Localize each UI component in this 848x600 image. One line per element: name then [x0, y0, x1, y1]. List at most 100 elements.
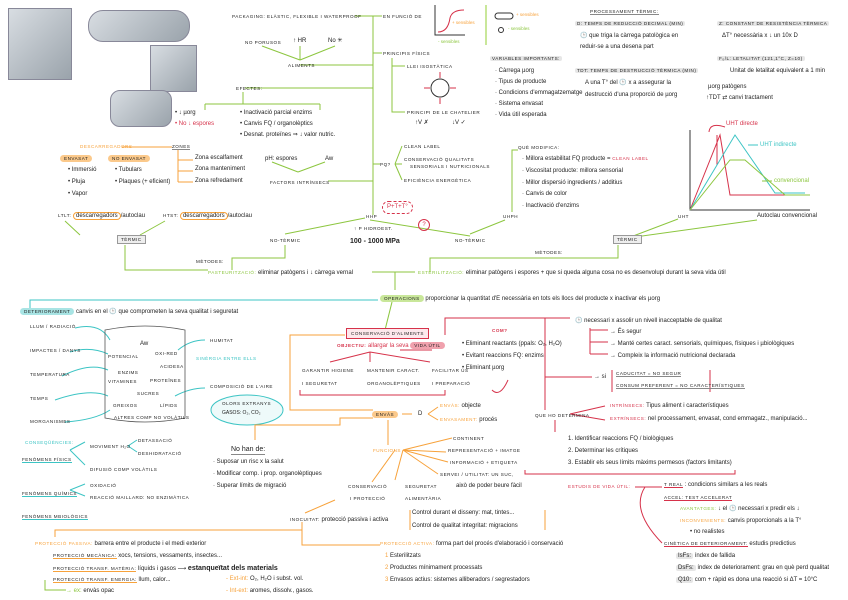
termic-box: TÈRMIC [117, 235, 146, 245]
thermal-title: PROCESSAMENT TÈRMIC: [590, 9, 659, 16]
pq-item: CONSERVACIÓ QUALITATS [404, 157, 475, 162]
packaging-note: PACKAGING: elàstic, flexible i waterproo… [232, 14, 362, 19]
inconvenients: INCONVENIENTS: canvis proporcionals a la… [680, 518, 802, 524]
tdt-title: TDT: TEMPS DE DESTRUCCIÓ TÈRMICA (min) [575, 68, 699, 74]
efecte-item: • Canvis FQ / organolèptics [240, 121, 313, 127]
f-text: Unitat de letalitat equivalent a 1 min [730, 68, 826, 74]
no-han-item: · Suposar un risc x la salut [213, 459, 284, 465]
pq-item: SENSORIALS I NUTRICIONALS [410, 164, 490, 169]
factor-item: GREIXOS [113, 403, 138, 408]
efecte-item: • Desnat. proteïnes ⇒ ↓ valor nutric. [240, 132, 336, 138]
avantatges: AVANTATGES: ↓ el 🕒 necessari x predir el… [680, 506, 800, 512]
cause-item: TEMPERATURA [30, 372, 70, 377]
funcio-item: CONTINENT [453, 436, 485, 441]
vida-util-definition: 🕒 necessari x assolir un nivell inaccept… [575, 318, 722, 324]
uhph-label: UHPH [503, 214, 519, 219]
pq-item: EFICIÈNCIA ENERGÈTICA [404, 178, 472, 183]
factor-item: SUCRES [137, 391, 160, 396]
proteccio-activa: PROTECCIÓ ACTIVA: forma part del procés … [380, 541, 564, 547]
envas-pill: ENVÀS [372, 411, 399, 419]
zone-item: Zona escalfament [195, 155, 243, 161]
estudis-vida-util: ESTUDIS DE VIDA ÚTIL: [568, 484, 631, 489]
v-up: ↑V ✗ [415, 120, 429, 126]
si-label: → si [594, 374, 606, 380]
principis-fisics: PRINCIPIS FÍSICS [383, 51, 431, 56]
variable-item: · Tipus de producte [495, 79, 547, 85]
com-item: • Eliminant µorg [462, 365, 505, 371]
variables-title: VARIABLES IMPORTANTS: [490, 56, 562, 62]
graph-more-sensitive: + sensibles [452, 20, 475, 25]
no-han-item: · Modificar comp. i prop. organolèptique… [213, 471, 322, 477]
conservacio-proteccio: CONSERVACIÓ [348, 484, 388, 489]
funcio-item: INFORMACIÓ + etiqueta [450, 460, 518, 465]
variable-item: · Càrrega µorg [495, 68, 535, 74]
envasat-pill: ENVASAT [60, 155, 93, 163]
zones: ZONES [172, 144, 191, 151]
envasat-item: • Immersió [68, 167, 97, 173]
pasteuritzacio: PASTEURITZACIÓ: eliminar patògens i ↓ cà… [208, 270, 353, 276]
difusio: DIFUSIÓ COMP VOLÀTILS [90, 467, 158, 472]
aw-label: Aw [325, 156, 334, 162]
goal-item: GARANTIR HIGIENE [302, 368, 354, 373]
envasat-item: • Vapor [68, 191, 88, 197]
goal-item: FACILITAR ÚS [432, 368, 469, 373]
efectes-label: EFECTES: [236, 86, 263, 91]
factor-item: ACIDESA [160, 364, 184, 369]
vida-item: → Compleix la informació nutricional dec… [610, 353, 736, 359]
v-down: ↓V ✓ [452, 120, 466, 126]
cinetica: CINÈTICA DE DETERIORAMENT: estudis predi… [664, 541, 796, 547]
termic-box: TÈRMIC [613, 235, 642, 245]
com-label: COM? [492, 328, 508, 333]
zone-item: Zona manteniment [195, 166, 246, 172]
deshidratacio: DESHIDRATACIÓ [138, 451, 182, 456]
t-real: T REAL : condicions similars a les reals [664, 482, 768, 488]
modifica-item: · Viscositat producte: millora sensorial [522, 168, 623, 174]
esterilitzacio: ESTERILITZACIÓ: eliminar patògens i espo… [418, 270, 726, 276]
cause-item: TEMPS [30, 396, 49, 401]
tdt-a: µorg patògens [708, 84, 747, 90]
variable-item: · Vida útil esperada [495, 112, 547, 118]
step-item: 3. Establir els seus límits màxims perme… [568, 460, 732, 466]
efecte-item: • Inactivació parcial enzims [240, 110, 313, 116]
f-title: F₀/L: LETALITAT (121,1°C, z=10) [717, 56, 805, 62]
consum-preferent: CONSUM PREFERENT = NO CARACTERÍSTIQUES [616, 383, 745, 390]
pq-label: PQ? [380, 162, 391, 167]
z-title: z: CONSTANT DE RESISTÈNCIA TÈRMICA [717, 21, 830, 27]
factor-item: OXI-RED [155, 351, 178, 356]
circle-less-sensitive: - sensibles [508, 26, 530, 31]
servei-note: això de poder beure fàcil [456, 483, 522, 489]
en-funcio-de: EN FUNCIÓ DE [383, 14, 422, 19]
envasat-item: • Pluja [68, 179, 86, 185]
envas-objecte: ENVÀS: objecte [440, 403, 481, 409]
moviment-h2o: MOVIMENT H₂O [90, 444, 131, 449]
variable-item: · Sistema envasat [495, 101, 544, 107]
funcio-item: SERVEI / UTILITAT: un suc, [440, 472, 514, 477]
consequencies: CONSEQÜÈNCIES: [25, 440, 74, 445]
control-item: Control durant el disseny: mat, tintes..… [412, 510, 515, 516]
aliments-label: ALIMENTS [288, 63, 315, 68]
com-item: • Evitant reaccions FQ: enzims [462, 353, 544, 359]
proteccio-energia: PROTECCIÓ TRANSF. ENERGIA: llum, calor..… [53, 577, 171, 583]
ptt-cloud: P+T+T° [382, 201, 413, 214]
d-text: reduir-se a una desena part [580, 44, 654, 50]
question-circle: ? [418, 219, 430, 231]
pq-item: CLEAN LABEL [404, 144, 441, 149]
deteriorament: DETERIORAMENT canvis en el 🕒 que comprom… [20, 308, 238, 316]
activa-item: 3 Envasos actius: sistemes alliberadors … [385, 577, 530, 583]
goal-item: I SEGURETAT [302, 381, 338, 386]
modifica-item: · Inactivació d'enzims [522, 203, 580, 209]
cause-item: IMPACTES / DANYS [30, 348, 81, 353]
cause-item: µORGANISMES [30, 419, 71, 424]
efecte-item: • ↓ µorg [175, 110, 196, 116]
mpa-label: 100 - 1000 MPa [350, 238, 400, 245]
factor-item: LÍPIDS [160, 403, 178, 408]
caducitat: CADUCITAT = NO SEGUR [616, 371, 682, 378]
detassacio: DETASSACIÓ [138, 438, 173, 443]
uht-directe-label: UHT directe [726, 121, 758, 127]
fenomens-fisics: FENÒMENS FÍSICS [22, 457, 72, 464]
vida-item: → Manté certes caract. sensorials, quími… [610, 341, 795, 347]
conservacio-proteccio: I PROTECCIÓ [350, 496, 386, 501]
chatelier: PRINCIPI DE LE CHATELIER [407, 110, 481, 115]
oxidacio: OXIDACIÓ [90, 483, 117, 488]
factor-item: ALTRES COMP NO VOLÀTILS [114, 415, 190, 420]
